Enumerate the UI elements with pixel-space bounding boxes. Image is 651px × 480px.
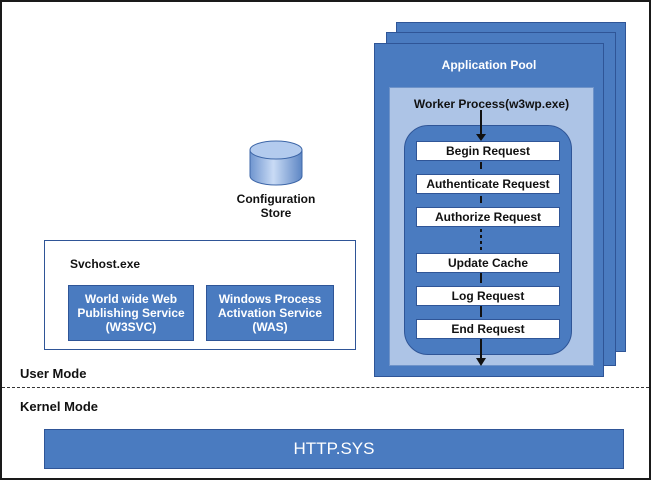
configuration-store-label: Configuration Store	[236, 192, 316, 220]
pipeline-entry-arrowhead	[476, 134, 486, 141]
svchost-title: Svchost.exe	[70, 257, 141, 271]
application-pool-title: Application Pool	[441, 58, 537, 72]
http-sys-box: HTTP.SYS	[44, 429, 624, 469]
step-begin-request: Begin Request	[416, 141, 560, 161]
step-end-request: End Request	[416, 319, 560, 339]
pipeline-exit-arrowhead	[476, 358, 486, 366]
step-authorize-request: Authorize Request	[416, 207, 560, 227]
request-pipeline	[404, 125, 572, 355]
worker-process-title: Worker Process(w3wp.exe)	[413, 97, 570, 111]
pipeline-arrows	[476, 110, 486, 366]
was-box: Windows Process Activation Service (WAS)	[206, 285, 334, 341]
step-authenticate-request: Authenticate Request	[416, 174, 560, 194]
database-cylinder-icon	[249, 140, 303, 186]
mode-divider	[2, 387, 649, 388]
step-update-cache: Update Cache	[416, 253, 560, 273]
user-mode-label: User Mode	[20, 366, 87, 381]
kernel-mode-label: Kernel Mode	[20, 399, 99, 414]
step-log-request: Log Request	[416, 286, 560, 306]
w3svc-box: World wide Web Publishing Service (W3SVC…	[68, 285, 194, 341]
